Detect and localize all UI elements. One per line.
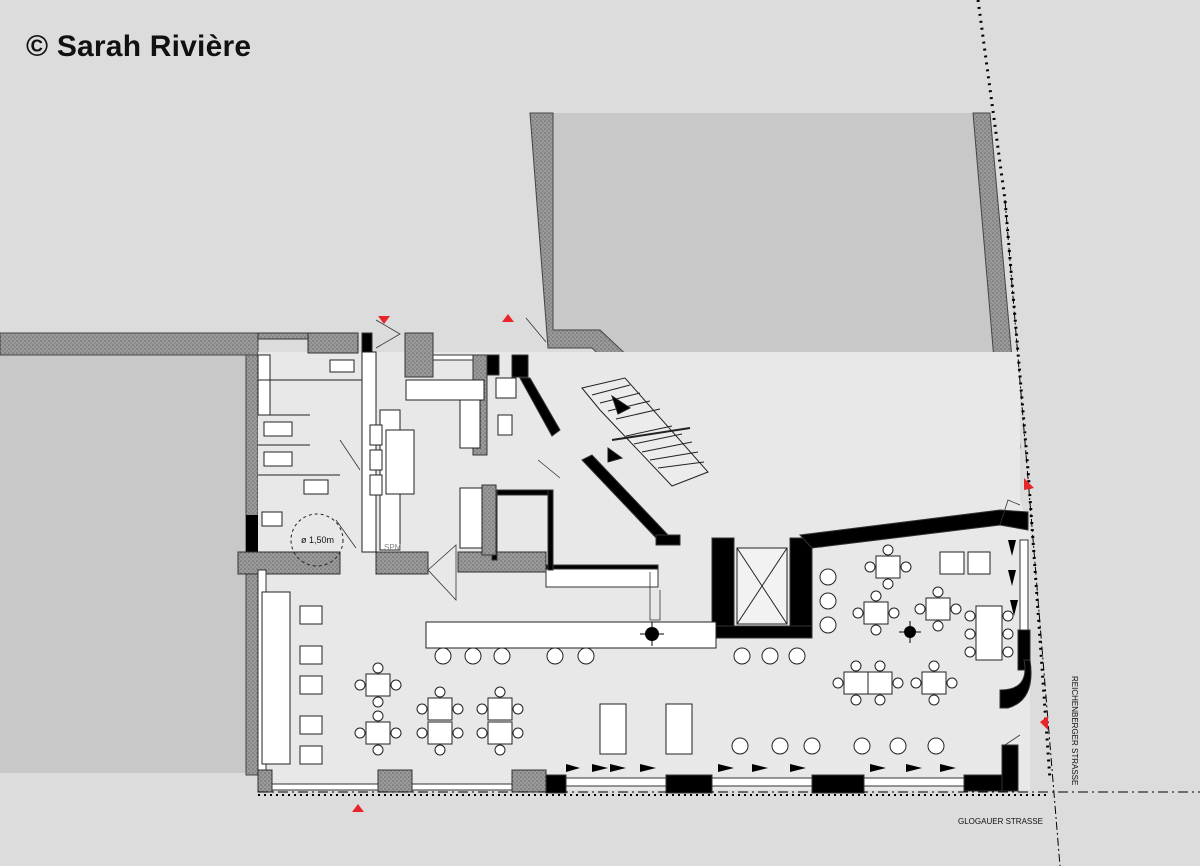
stairs	[581, 377, 709, 487]
plot-boundaries	[258, 0, 1200, 866]
spm-label: SPM	[384, 543, 402, 552]
dining-tables	[299, 551, 1003, 765]
turning-circle-label: ø 1,50m	[301, 535, 334, 545]
copyright-label: © Sarah Rivière	[26, 30, 252, 63]
door-swings	[335, 317, 1021, 746]
street-label-south: GLOGAUER STRASSE	[958, 817, 1043, 826]
direction-arrows	[566, 540, 1018, 772]
neighbour-building-west	[0, 332, 259, 776]
section-markers	[352, 314, 1048, 812]
glazing	[271, 539, 1029, 791]
dining-chairs	[354, 544, 1014, 756]
toilets	[257, 351, 415, 567]
street-label-east: REICHENBERGER STRASSE	[1070, 676, 1079, 785]
bar-counter	[261, 591, 717, 765]
columns	[640, 621, 921, 646]
elevator	[736, 547, 788, 625]
kitchen-counters	[405, 377, 517, 549]
bar-stools	[434, 568, 945, 755]
